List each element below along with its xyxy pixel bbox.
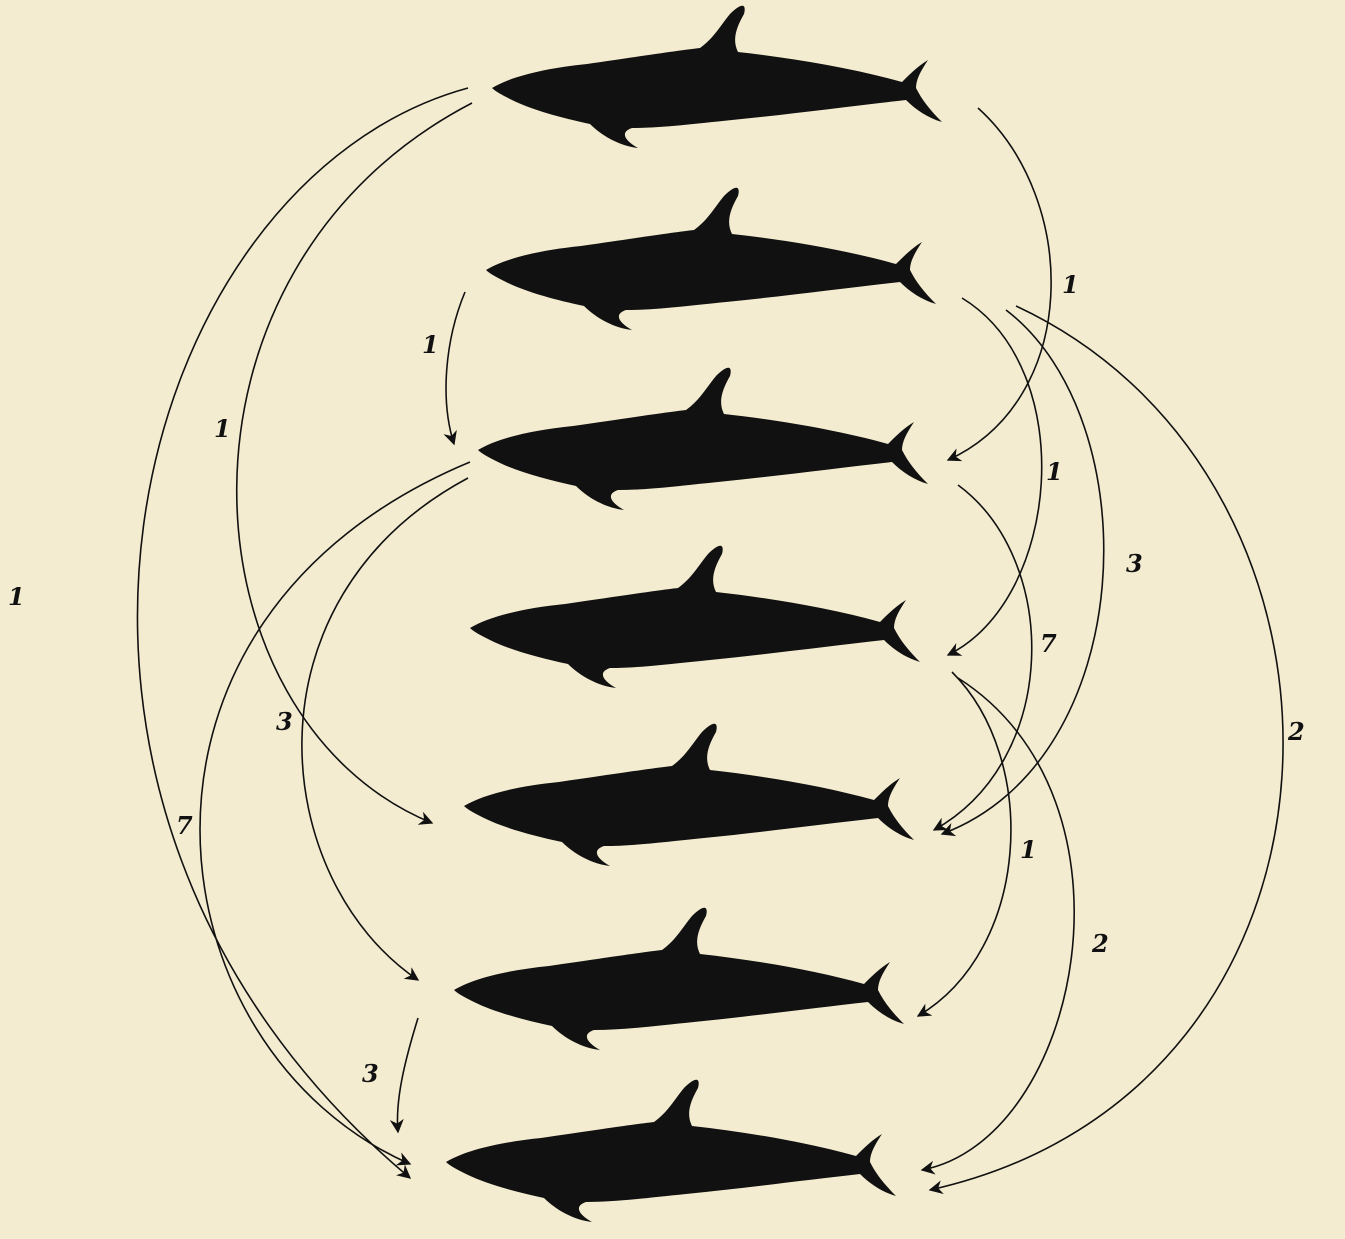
dolphins [446,6,942,1222]
edge-label: 1 [1046,457,1063,486]
dolphin-4-icon [470,546,920,688]
edge-label: 7 [1040,629,1057,658]
edge-label: 1 [1020,835,1037,864]
edge-label: 1 [214,414,231,443]
dolphin-2-icon [486,188,936,330]
arrow-2-to-5 [942,310,1104,834]
arrow-1-to-7 [137,88,468,1178]
edge-label: 1 [1062,270,1079,299]
arrow-3-to-5 [934,485,1032,830]
dolphin-6-icon [454,908,904,1050]
edge-label: 2 [1091,929,1109,958]
edge-label: 1 [8,582,25,611]
dolphin-5-icon [464,724,914,866]
dolphin-7-icon [446,1080,896,1222]
edge-label: 3 [1126,549,1143,578]
edge-label: 3 [276,707,293,736]
edge-label: 3 [362,1059,379,1088]
dolphin-3-icon [478,368,928,510]
edge-label: 7 [176,811,193,840]
arrow-4-to-7 [922,678,1074,1170]
arrow-4-to-6 [918,672,1011,1016]
edge-label: 1 [422,330,439,359]
edge-label: 2 [1287,717,1305,746]
arrow-2-to-3 [446,292,465,444]
arrow-3-to-6 [302,478,468,980]
arrow-1-to-5 [237,103,472,823]
arrow-3-to-7 [200,462,470,1164]
arrow-6-to-7 [397,1018,418,1132]
dolphin-1-icon [492,6,942,148]
